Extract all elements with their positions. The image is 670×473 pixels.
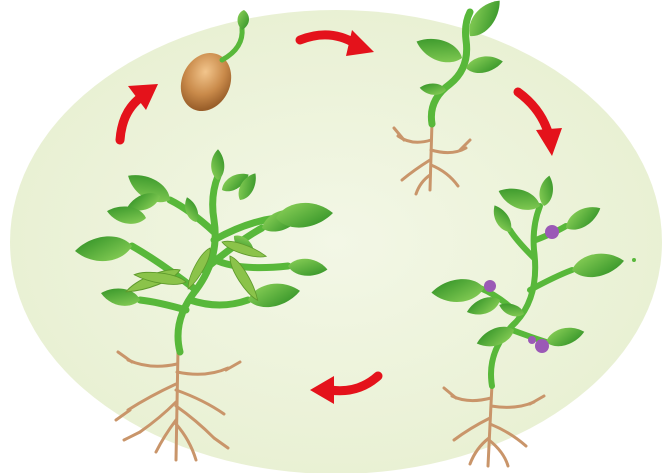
flower [545, 225, 559, 239]
leaf-speck [632, 258, 636, 262]
flower [528, 336, 536, 344]
flower [535, 339, 549, 353]
flower [484, 280, 496, 292]
